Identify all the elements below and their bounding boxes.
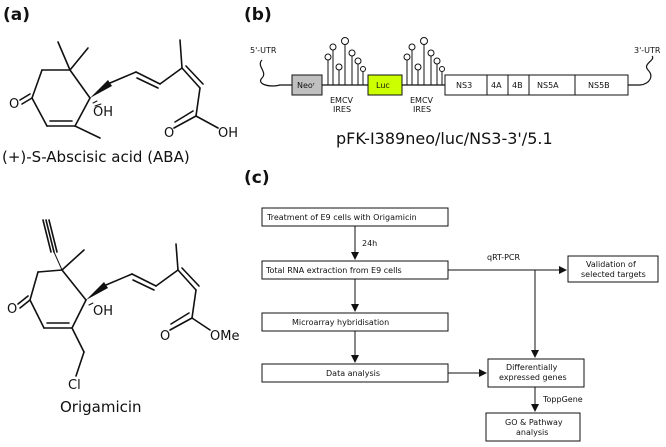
neo-box	[291, 74, 323, 96]
flowchart-boxes	[261, 207, 659, 442]
flow-qrt-label: qRT-PCR	[487, 253, 521, 262]
panel-label-c: (c)	[244, 168, 270, 188]
gene-4b: 4B	[512, 81, 523, 90]
luc-label: Luc	[376, 81, 390, 90]
gene-ns5a: NS5A	[537, 81, 559, 90]
ns-genes	[444, 74, 629, 96]
flowchart-arrows	[351, 226, 567, 412]
emcv-ires-1-stemloops	[324, 37, 366, 85]
panel-label-b: (b)	[244, 5, 272, 25]
gene-4a: 4A	[491, 81, 502, 90]
flow-step4: Data analysis	[326, 369, 380, 378]
utr3-squiggle	[628, 55, 654, 86]
flow-go-1: GO & Pathway	[505, 418, 563, 427]
origamicin-structure	[17, 219, 211, 377]
flow-validation-1: Validation of	[586, 260, 636, 269]
flow-go-2: analysis	[516, 428, 548, 437]
utr5-label: 5'-UTR	[250, 46, 277, 55]
flow-toppgene-label: ToppGene	[542, 395, 583, 404]
origamicin-ome: OMe	[210, 329, 239, 344]
flow-time-label: 24h	[362, 239, 377, 248]
construct-name: pFK-I389neo/luc/NS3-3'/5.1	[336, 129, 553, 148]
emcv-ires-2-stemloops	[403, 37, 445, 85]
luc-box	[367, 74, 403, 96]
ires-label-1: IRES	[333, 105, 351, 114]
emcv-label-2: EMCV	[410, 96, 434, 105]
ires-label-2: IRES	[413, 105, 431, 114]
flow-validation-2: selected targets	[581, 270, 646, 279]
utr5-squiggle	[259, 59, 290, 87]
aba-acid-oh: OH	[218, 126, 238, 141]
emcv-label-1: EMCV	[330, 96, 354, 105]
utr3-label: 3'-UTR	[634, 46, 661, 55]
panel-label-a: (a)	[3, 5, 30, 25]
aba-acid-o: O	[164, 126, 174, 141]
aba-structure	[19, 39, 219, 139]
origamicin-cl: Cl	[68, 378, 81, 393]
flow-step1: Treatment of E9 cells with Origamicin	[266, 213, 417, 222]
flow-deg-1: Differentially	[506, 363, 558, 372]
flow-step3: Microarray hybridisation	[292, 318, 389, 327]
origamicin-oh-label: OH	[93, 304, 113, 319]
origamicin-ester-o: O	[160, 329, 170, 344]
aba-ketone-o: O	[9, 97, 19, 112]
flow-step2: Total RNA extraction from E9 cells	[265, 266, 402, 275]
flow-deg-2: expressed genes	[499, 373, 567, 382]
neo-label: Neoʳ	[297, 81, 316, 90]
aba-name: (+)-S-Abscisic acid (ABA)	[2, 148, 190, 166]
origamicin-name: Origamicin	[60, 398, 142, 416]
origamicin-ketone-o: O	[7, 302, 17, 317]
gene-ns5b: NS5B	[588, 81, 610, 90]
gene-ns3: NS3	[456, 81, 472, 90]
aba-oh-label: OH	[93, 105, 113, 120]
